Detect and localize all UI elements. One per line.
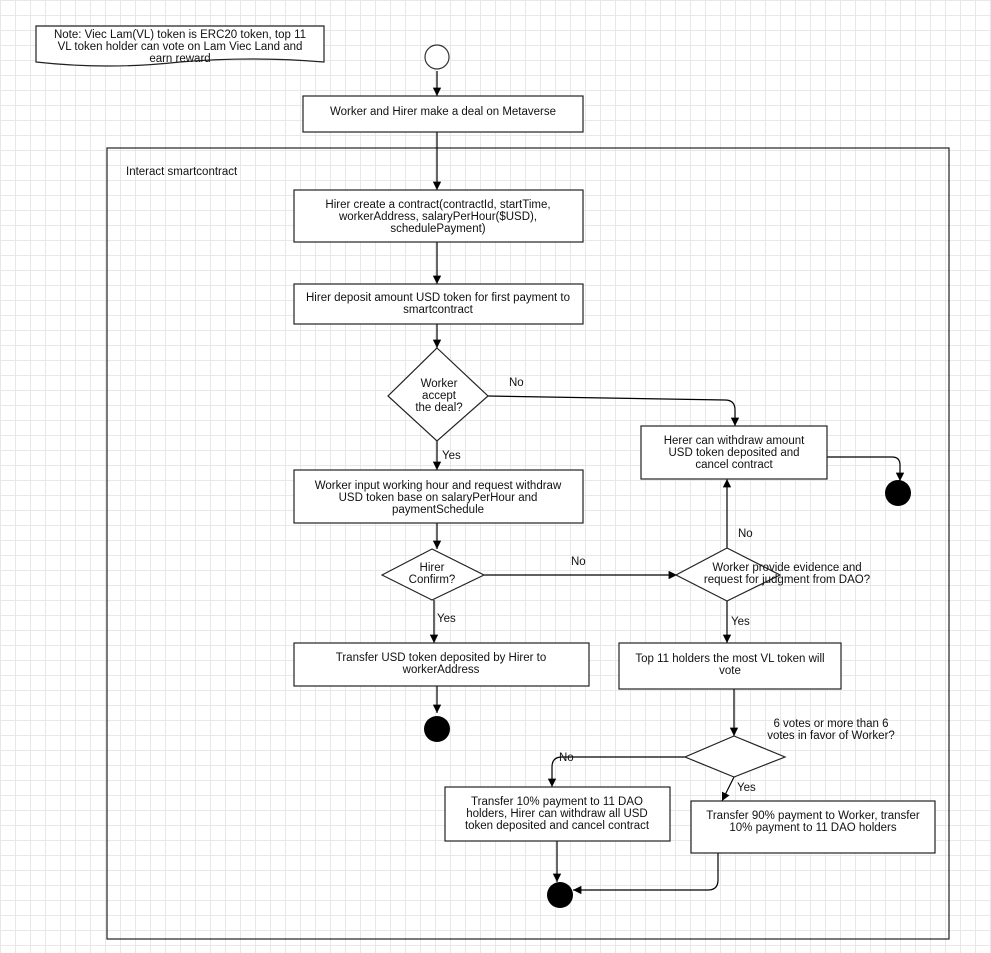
svg-text:Hirer create a contract(contra: Hirer create a contract(contractId, star… — [325, 199, 550, 235]
text-line: earn reward — [149, 53, 210, 65]
text-line: cancel contract — [695, 459, 773, 471]
text-line: Hirer create a contract(contractId, star… — [325, 199, 550, 211]
edge-withdraw-end — [827, 456, 905, 481]
text-line: 6 votes or more than 6 — [773, 718, 888, 730]
text-line: Transfer USD token deposited by Hirer to — [336, 652, 547, 664]
text-line: Worker and Hirer make a deal on Metavers… — [330, 106, 556, 118]
svg-text:Worker input working hour and: Worker input working hour and request wi… — [315, 480, 562, 516]
text-line: smartcontract — [403, 304, 473, 316]
start-node — [424, 44, 450, 70]
label-evidence-yes: Yes — [731, 616, 750, 628]
svg-text:Hirer deposit amount USD token: Hirer deposit amount USD token for first… — [306, 292, 570, 316]
text-line: vote — [719, 665, 741, 677]
label-confirm-no: No — [571, 556, 586, 568]
label-accept-yes: Yes — [442, 450, 461, 462]
text-line: Top 11 holders the most VL token will — [635, 653, 824, 665]
svg-text:Transfer USD token deposited b: Transfer USD token deposited by Hirer to… — [336, 652, 547, 676]
text-line: Transfer 10% payment to 11 DAO — [471, 796, 643, 808]
label-accept-no: No — [509, 377, 524, 389]
text-line: accept — [422, 390, 457, 402]
text-line: workerAddress — [402, 664, 480, 676]
end-node-transfer — [424, 716, 450, 742]
edge-90-end — [573, 853, 719, 895]
text-line: Hirer deposit amount USD token for first… — [306, 292, 570, 304]
note-box: Note: Viec Lam(VL) token is ERC20 token,… — [35, 25, 325, 67]
text-line: paymentSchedule — [392, 504, 484, 516]
text-line: Transfer 90% payment to Worker, transfer — [706, 810, 920, 822]
svg-text:Transfer 90% payment to Worker: Transfer 90% payment to Worker, transfer… — [706, 810, 920, 834]
text-line: 10% payment to 11 DAO holders — [729, 822, 897, 834]
text-line: request for judgment from DAO? — [704, 574, 870, 586]
step-deposit: Hirer deposit amount USD token for first… — [293, 283, 584, 325]
text-line: votes in favor of Worker? — [767, 730, 895, 742]
label-evidence-no: No — [738, 528, 753, 540]
step-worker-input: Worker input working hour and request wi… — [293, 469, 584, 524]
text-line: Worker provide evidence and — [712, 562, 861, 574]
text-line: token deposited and cancel contract — [465, 820, 650, 832]
text-line: schedulePayment) — [390, 223, 485, 235]
step-transfer-90: Transfer 90% payment to Worker, transfer… — [690, 800, 936, 854]
edge-votes-no — [547, 756, 685, 787]
text-line: Worker — [421, 378, 458, 390]
end-node-withdraw — [885, 480, 911, 506]
step-transfer-worker: Transfer USD token deposited by Hirer to… — [293, 642, 590, 687]
label-votes-yes: Yes — [737, 782, 756, 794]
edges — [429, 71, 905, 895]
text-line: USD token base on salaryPerHour and — [339, 492, 538, 504]
text-line: Confirm? — [409, 574, 456, 586]
svg-text:Top 11 holders the most VL tok: Top 11 holders the most VL token willvot… — [635, 653, 824, 677]
text-line: VL token holder can vote on Lam Viec Lan… — [58, 41, 303, 53]
text-line: Note: Viec Lam(VL) token is ERC20 token,… — [54, 29, 306, 41]
text-line: Herer can withdraw amount — [664, 435, 805, 447]
step-deal: Worker and Hirer make a deal on Metavers… — [302, 95, 584, 133]
frame-title: Interact smartcontract — [126, 166, 238, 178]
end-node-final — [547, 882, 573, 908]
step-create-contract: Hirer create a contract(contractId, star… — [293, 189, 584, 243]
text-line: holders, Hirer can withdraw all USD — [466, 808, 648, 820]
text-line: workerAddress, salaryPerHour($USD), — [338, 211, 537, 223]
note-text: Note: Viec Lam(VL) token is ERC20 token,… — [54, 29, 306, 65]
svg-text:Worker and Hirer make a deal o: Worker and Hirer make a deal on Metavers… — [330, 106, 556, 118]
text-line: the deal? — [415, 402, 462, 414]
text-line: Hirer — [420, 562, 445, 574]
edge-accept-no — [487, 395, 740, 426]
text-line: Worker input working hour and request wi… — [315, 480, 562, 492]
label-votes-no: No — [559, 752, 574, 764]
interact-smartcontract-frame: Interact smartcontract — [106, 147, 950, 940]
text-line: USD token deposited and — [668, 447, 799, 459]
edge-votes-yes — [721, 776, 735, 802]
label-confirm-yes: Yes — [437, 613, 456, 625]
